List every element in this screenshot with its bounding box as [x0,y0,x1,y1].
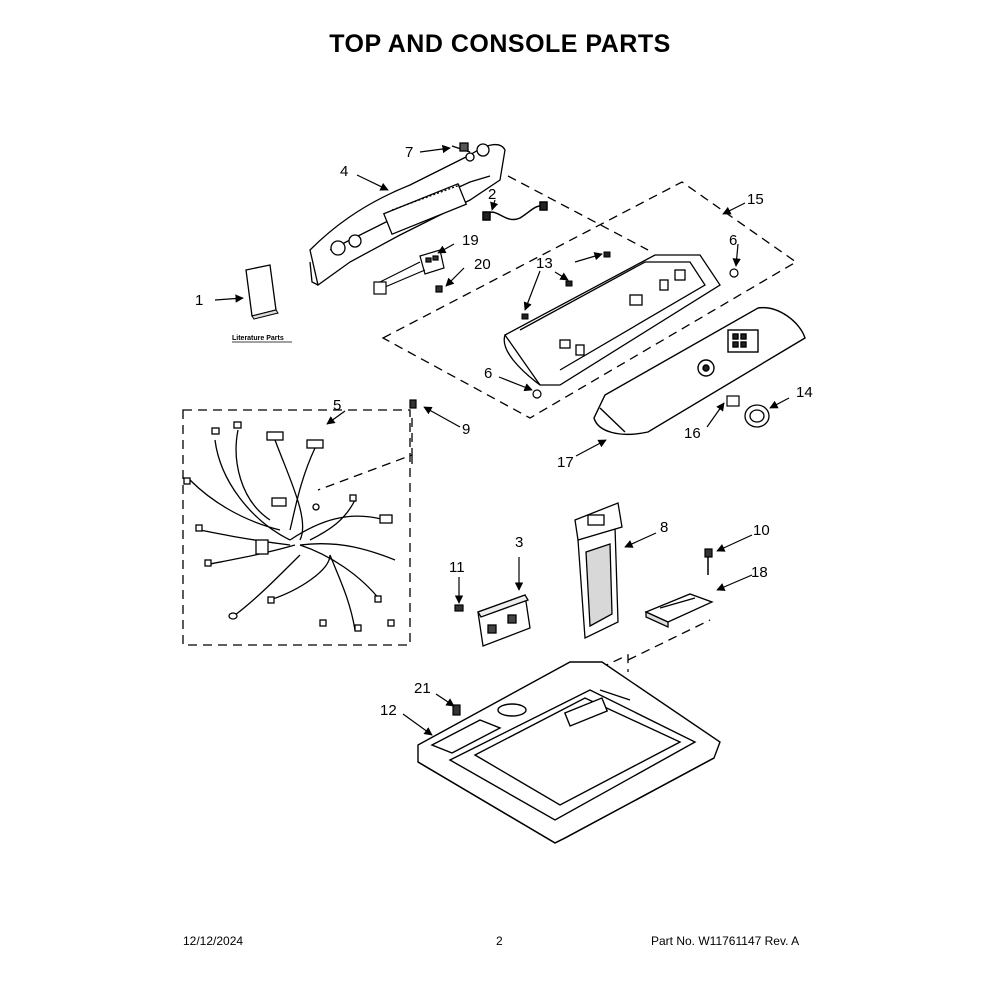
callout-2: 2 [488,186,496,203]
footer-page-number: 2 [496,934,503,948]
clips-13 [521,251,611,320]
callout-10: 10 [753,522,770,539]
callout-7: 7 [405,144,413,161]
page-title: TOP AND CONSOLE PARTS [329,30,671,58]
dashed-group-boundaries [182,175,798,672]
literature-parts-label: Literature Parts [232,335,284,342]
callout-14: 14 [796,384,813,401]
callout-6-bottom: 6 [484,365,492,382]
callout-4: 4 [340,163,348,180]
wire-harness-5 [183,421,396,632]
callout-21: 21 [414,680,431,697]
screw-10 [704,548,713,575]
screws-6 [532,268,739,399]
screw-20 [435,285,443,293]
callout-5: 5 [333,397,341,414]
screw-21 [452,704,461,716]
callout-19: 19 [462,232,479,249]
callout-18: 18 [751,564,768,581]
callout-16: 16 [684,425,701,442]
lint-screen-leader [599,653,629,672]
console-rear-panel [309,143,506,287]
callout-15: 15 [747,191,764,208]
cover-18 [644,593,714,629]
screw-9 [409,399,417,409]
footer-part-number: Part No. W11761147 Rev. A [651,934,800,948]
screw-11 [454,604,464,612]
callout-6-top: 6 [729,232,737,249]
wire-2 [482,201,548,221]
literature-parts: Literature Parts [232,264,292,343]
control-board-3 [477,594,531,647]
footer-date: 12/12/2024 [183,934,244,948]
filter-cover-leader [627,619,711,661]
callout-11: 11 [449,559,465,576]
console-housing [503,254,721,386]
callout-3: 3 [515,534,523,551]
console-group-box [381,181,798,419]
wire-harness-box [182,409,411,646]
callout-13: 13 [536,255,553,272]
control-housing-leader-box [507,175,649,251]
callout-numbers: 1 2 3 4 5 6 6 7 8 9 10 11 12 13 14 15 16… [195,144,813,719]
knob-16 [726,395,740,407]
screw-7 [451,142,471,153]
callout-arrows [214,144,790,736]
switch-assembly-19 [373,249,445,295]
top-panel-12 [417,661,721,844]
screw-9-leader [317,418,413,491]
ring-14 [744,404,770,428]
lint-screen-8 [574,502,623,640]
console-front-panel [593,307,806,435]
callout-1: 1 [195,292,203,309]
callout-20: 20 [474,256,491,273]
callout-17: 17 [557,454,574,471]
callout-12: 12 [380,702,397,719]
callout-8: 8 [660,519,668,536]
callout-9: 9 [462,421,470,438]
